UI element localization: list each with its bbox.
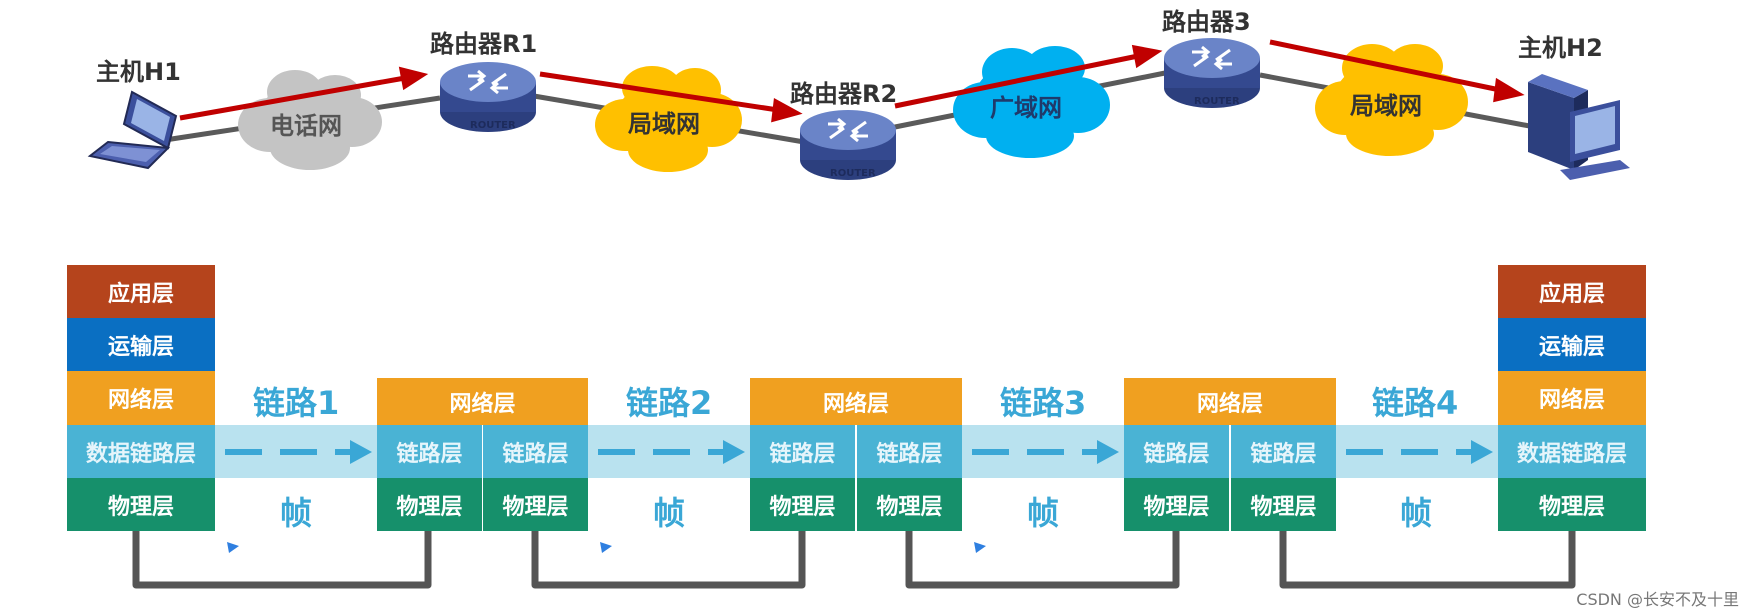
- credit-text: CSDN @长安不及十里: [1576, 590, 1739, 609]
- router-3-label: 路由器3: [1162, 8, 1251, 36]
- cursor-marker-icon: [600, 542, 612, 553]
- cloud-label-lan: 局域网: [628, 110, 700, 138]
- layer-network: 网络层: [377, 378, 588, 425]
- layer-physical: 物理层: [857, 478, 962, 531]
- layer-link: 链路层: [1124, 425, 1229, 478]
- host-h1-label: 主机H1: [96, 58, 181, 86]
- router-badge: ROUTER: [1194, 96, 1240, 107]
- cursor-marker-icon: [974, 542, 986, 553]
- frame-label: 帧: [653, 494, 686, 532]
- router-icon: [800, 110, 896, 180]
- layer-physical: 物理层: [483, 478, 588, 531]
- laptop-icon: [87, 90, 178, 170]
- layer-link: 链路层: [750, 425, 855, 478]
- cloud-label-lan: 局域网: [1350, 92, 1422, 120]
- physical-link-line: [1279, 531, 1576, 589]
- data-path-arrows: [179, 39, 1525, 123]
- arrowhead-icon: [398, 66, 429, 91]
- host-h2-label: 主机H2: [1518, 34, 1603, 62]
- layer-datalink: 数据链路层: [67, 425, 215, 478]
- layer-transport: 运输层: [67, 318, 215, 371]
- router-icon: [1164, 38, 1260, 108]
- cloud-label-wan: 广域网: [990, 94, 1062, 122]
- frame-label: 帧: [1400, 494, 1433, 532]
- link-title: 链路1: [253, 384, 340, 422]
- layer-application: 应用层: [1498, 265, 1646, 318]
- layer-link: 链路层: [377, 425, 482, 478]
- cloud-lan-2: [1315, 44, 1468, 156]
- router-badge: ROUTER: [470, 120, 516, 131]
- link-title: 链路2: [626, 384, 713, 422]
- physical-link-line: [132, 531, 432, 589]
- layer-physical: 物理层: [1124, 478, 1229, 531]
- dashed-arrow-icon: [598, 440, 745, 464]
- layer-network: 网络层: [750, 378, 962, 425]
- layer-link: 链路层: [857, 425, 962, 478]
- layer-physical: 物理层: [1498, 478, 1646, 531]
- layer-physical: 物理层: [377, 478, 482, 531]
- router-badge: ROUTER: [830, 168, 876, 179]
- layer-link: 链路层: [1231, 425, 1336, 478]
- arrowhead-icon: [771, 98, 803, 123]
- router-r2-label: 路由器R2: [790, 80, 898, 108]
- arrowhead-icon: [1493, 77, 1525, 103]
- link-title: 链路3: [1000, 384, 1087, 422]
- dashed-arrow-icon: [972, 440, 1119, 464]
- router-r1-label: 路由器R1: [430, 30, 538, 58]
- arrowhead-icon: [1131, 44, 1163, 69]
- cloud-label-telephone: 电话网: [270, 112, 342, 140]
- layer-physical: 物理层: [67, 478, 215, 531]
- layer-physical: 物理层: [1231, 478, 1336, 531]
- layer-network: 网络层: [1498, 371, 1646, 425]
- layer-application: 应用层: [67, 265, 215, 318]
- network-topology: [87, 38, 1630, 180]
- physical-link-line: [905, 531, 1180, 589]
- physical-link-line: [531, 531, 806, 589]
- router-icon: [440, 62, 536, 132]
- layer-datalink: 数据链路层: [1498, 425, 1646, 478]
- dashed-arrow-icon: [1346, 440, 1493, 464]
- layer-physical: 物理层: [750, 478, 855, 531]
- layer-network: 网络层: [67, 371, 215, 425]
- link-title: 链路4: [1372, 384, 1459, 422]
- desktop-computer-icon: [1528, 74, 1630, 180]
- cursor-marker-icon: [227, 542, 239, 553]
- layer-network: 网络层: [1124, 378, 1336, 425]
- frame-label: 帧: [280, 494, 313, 532]
- dashed-arrow-icon: [225, 440, 372, 464]
- layer-link: 链路层: [483, 425, 588, 478]
- frame-label: 帧: [1027, 494, 1060, 532]
- layer-transport: 运输层: [1498, 318, 1646, 371]
